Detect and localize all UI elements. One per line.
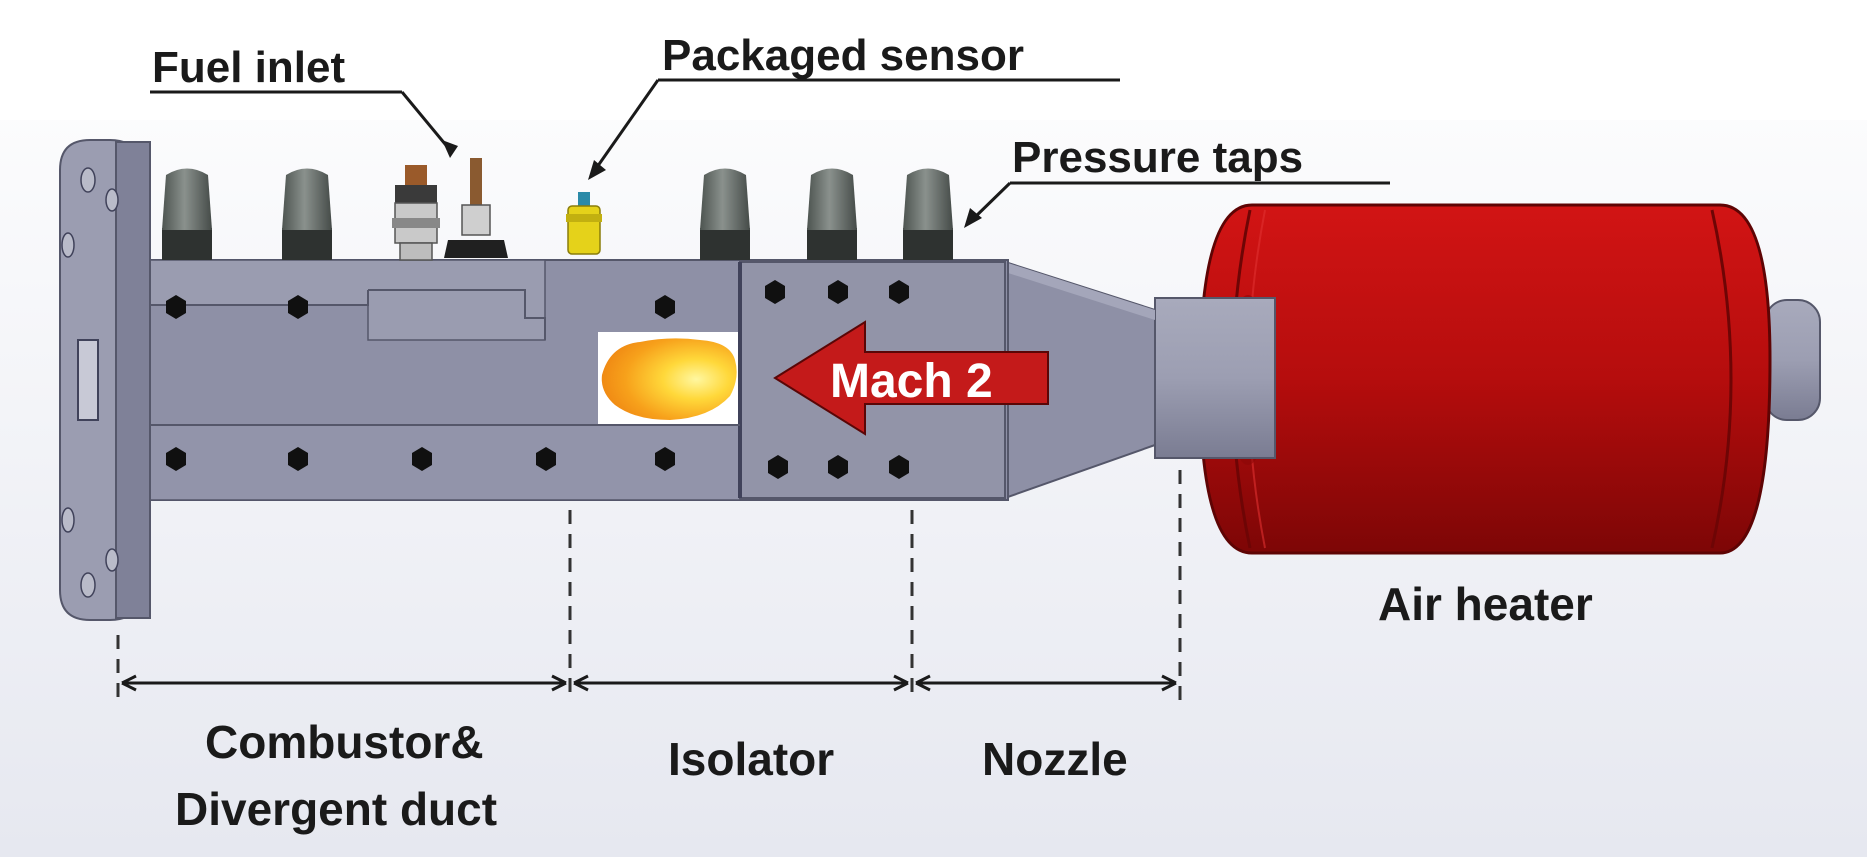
packaged-sensor-label: Packaged sensor (662, 31, 1024, 80)
pressure-taps-label: Pressure taps (1012, 133, 1303, 182)
air-heater-label: Air heater (1378, 578, 1593, 630)
dimension-dashes (116, 470, 1182, 700)
end-flange (59, 139, 151, 621)
pressure-taps (162, 168, 953, 260)
nozzle-label: Nozzle (982, 733, 1128, 785)
combustor-label-line2: Divergent duct (175, 783, 497, 835)
heater-shaft (1154, 297, 1276, 459)
bolt-heads (166, 280, 909, 479)
fuel-inlets (392, 158, 508, 261)
dimension-arrows (121, 674, 1177, 692)
mach-label: Mach 2 (830, 355, 993, 408)
air-heater (1198, 203, 1821, 555)
isolator-label: Isolator (668, 733, 834, 785)
combustor-label-line1: Combustor& (205, 716, 484, 768)
flame-image (598, 332, 738, 424)
flow-direction-arrow (773, 320, 1049, 436)
leader-lines (150, 78, 1390, 228)
packaged-sensor (566, 192, 602, 255)
fuel-inlet-label: Fuel inlet (152, 43, 345, 92)
nozzle-highlight (1005, 262, 1155, 320)
background-top (0, 0, 1867, 120)
